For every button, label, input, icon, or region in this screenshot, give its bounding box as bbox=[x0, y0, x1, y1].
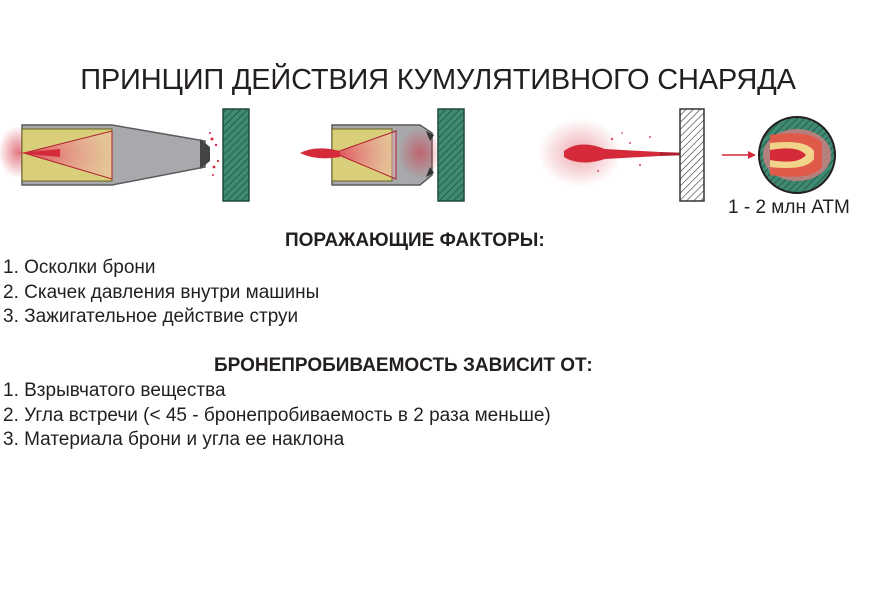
list-item: 1. Осколки брони bbox=[3, 257, 156, 278]
stage-3-jet bbox=[538, 119, 697, 187]
arrow-icon bbox=[722, 151, 756, 159]
armor-plate-2 bbox=[437, 108, 465, 202]
list-item: 2. Угла встречи (< 45 - бронепробиваемос… bbox=[3, 404, 551, 426]
damage-factors-list: 1. Осколки брони 2. Скачек давления внут… bbox=[3, 256, 319, 330]
list-item: 3. Зажигательное действие струи bbox=[3, 306, 299, 327]
list-item: 2. Скачек давления внутри машины bbox=[3, 281, 320, 303]
armor-plate-1 bbox=[222, 108, 250, 202]
armor-plate-3 bbox=[679, 108, 705, 202]
stage-1-projectile bbox=[0, 124, 220, 186]
pressure-label: 1 - 2 млн АТМ bbox=[728, 197, 850, 218]
stage-2-detonation bbox=[300, 124, 442, 186]
penetration-factors-list: 1. Взрывчатого вещества 2. Угла встречи … bbox=[3, 379, 551, 453]
penetration-heading: БРОНЕПРОБИВАЕМОСТЬ ЗАВИСИТ ОТ: bbox=[214, 355, 593, 376]
list-item: 1. Взрывчатого вещества bbox=[3, 380, 226, 401]
penetration-closeup bbox=[758, 116, 836, 194]
shaped-charge-diagram bbox=[0, 108, 836, 202]
list-item: 3. Материала брони и угла ее наклона bbox=[3, 429, 345, 450]
page-title: ПРИНЦИП ДЕЙСТВИЯ КУМУЛЯТИВНОГО СНАРЯДА bbox=[80, 64, 796, 96]
damage-factors-heading: ПОРАЖАЮЩИЕ ФАКТОРЫ: bbox=[285, 230, 545, 251]
